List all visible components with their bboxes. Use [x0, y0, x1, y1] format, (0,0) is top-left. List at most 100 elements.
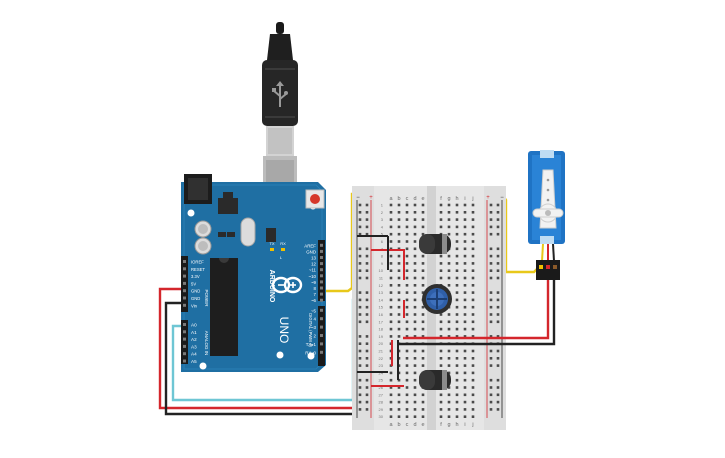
breadboard-hole[interactable]	[463, 327, 467, 331]
breadboard-hole[interactable]	[447, 415, 451, 418]
rail-hole[interactable]	[358, 232, 362, 236]
rail-hole[interactable]	[358, 291, 362, 294]
header-pin[interactable]	[320, 249, 323, 253]
breadboard-hole[interactable]	[439, 203, 443, 207]
breadboard-hole[interactable]	[405, 232, 409, 236]
breadboard-hole[interactable]	[397, 262, 401, 265]
rail-hole[interactable]	[489, 335, 493, 338]
breadboard-hole[interactable]	[421, 313, 425, 316]
breadboard-hole[interactable]	[439, 276, 443, 280]
breadboard-hole[interactable]	[413, 349, 417, 353]
breadboard-hole[interactable]	[421, 262, 425, 265]
rail-hole[interactable]	[489, 305, 493, 309]
breadboard-hole[interactable]	[421, 211, 425, 214]
rail-hole[interactable]	[365, 408, 369, 411]
breadboard-hole[interactable]	[447, 393, 451, 397]
breadboard-hole[interactable]	[471, 276, 475, 280]
breadboard-hole[interactable]	[455, 364, 459, 367]
rail-hole[interactable]	[496, 218, 500, 221]
rail-hole[interactable]	[496, 357, 500, 360]
breadboard-hole[interactable]	[463, 335, 467, 338]
breadboard-hole[interactable]	[455, 298, 459, 302]
rail-hole[interactable]	[365, 291, 369, 294]
breadboard-hole[interactable]	[439, 400, 443, 404]
rail-hole[interactable]	[489, 225, 493, 229]
breadboard-hole[interactable]	[413, 298, 417, 302]
breadboard-hole[interactable]	[439, 218, 443, 221]
breadboard-hole[interactable]	[439, 393, 443, 397]
breadboard-hole[interactable]	[421, 232, 425, 236]
breadboard-hole[interactable]	[413, 386, 417, 389]
rail-hole[interactable]	[365, 378, 369, 382]
breadboard-hole[interactable]	[455, 247, 459, 251]
rail-hole[interactable]	[489, 408, 493, 411]
potentiometer[interactable]	[422, 284, 452, 314]
breadboard-hole[interactable]	[455, 371, 459, 375]
breadboard-hole[interactable]	[455, 386, 459, 389]
breadboard-hole[interactable]	[447, 269, 451, 272]
rail-hole[interactable]	[496, 313, 500, 316]
rail-hole[interactable]	[365, 305, 369, 309]
header-pin[interactable]	[320, 256, 323, 259]
rail-hole[interactable]	[358, 408, 362, 411]
breadboard-hole[interactable]	[405, 320, 409, 324]
rail-hole[interactable]	[358, 313, 362, 316]
rail-hole[interactable]	[489, 320, 493, 324]
header-pin[interactable]	[183, 359, 186, 363]
breadboard-hole[interactable]	[405, 313, 409, 316]
rail-hole[interactable]	[365, 393, 369, 397]
breadboard-hole[interactable]	[413, 211, 417, 214]
rail-hole[interactable]	[358, 276, 362, 280]
rail-hole[interactable]	[358, 400, 362, 404]
breadboard-hole[interactable]	[413, 247, 417, 251]
breadboard-hole[interactable]	[389, 225, 393, 229]
header-pin[interactable]	[183, 303, 186, 307]
rail-hole[interactable]	[358, 262, 362, 265]
breadboard-hole[interactable]	[471, 349, 475, 353]
breadboard-hole[interactable]	[455, 232, 459, 236]
breadboard-hole[interactable]	[471, 240, 475, 243]
breadboard-hole[interactable]	[413, 240, 417, 243]
breadboard-hole[interactable]	[455, 262, 459, 265]
rail-hole[interactable]	[365, 349, 369, 353]
breadboard-hole[interactable]	[471, 415, 475, 418]
breadboard-hole[interactable]	[455, 327, 459, 331]
breadboard-hole[interactable]	[439, 415, 443, 418]
header-pin[interactable]	[183, 260, 186, 263]
rail-hole[interactable]	[365, 313, 369, 316]
breadboard-hole[interactable]	[463, 320, 467, 324]
breadboard-hole[interactable]	[397, 218, 401, 221]
breadboard-hole[interactable]	[397, 408, 401, 411]
breadboard-hole[interactable]	[405, 364, 409, 367]
rail-hole[interactable]	[496, 393, 500, 397]
rail-hole[interactable]	[358, 349, 362, 353]
breadboard-hole[interactable]	[421, 393, 425, 397]
breadboard-hole[interactable]	[397, 291, 401, 294]
rail-hole[interactable]	[496, 269, 500, 272]
breadboard-hole[interactable]	[471, 393, 475, 397]
breadboard-hole[interactable]	[447, 284, 451, 287]
header-pin[interactable]	[320, 298, 323, 302]
rail-hole[interactable]	[358, 386, 362, 389]
breadboard-hole[interactable]	[397, 378, 401, 382]
header-pin[interactable]	[320, 308, 323, 312]
breadboard-hole[interactable]	[389, 335, 393, 338]
breadboard-hole[interactable]	[421, 218, 425, 221]
breadboard-hole[interactable]	[413, 400, 417, 404]
rail-hole[interactable]	[365, 203, 369, 207]
breadboard-hole[interactable]	[397, 203, 401, 207]
breadboard-hole[interactable]	[447, 254, 451, 258]
breadboard-hole[interactable]	[447, 335, 451, 338]
breadboard-hole[interactable]	[389, 408, 393, 411]
breadboard-hole[interactable]	[389, 313, 393, 316]
breadboard-hole[interactable]	[405, 291, 409, 294]
breadboard-hole[interactable]	[389, 276, 393, 280]
breadboard-hole[interactable]	[389, 262, 393, 265]
rail-hole[interactable]	[496, 203, 500, 207]
breadboard-hole[interactable]	[389, 415, 393, 418]
breadboard-hole[interactable]	[463, 393, 467, 397]
header-pin[interactable]	[183, 267, 186, 271]
breadboard-hole[interactable]	[421, 320, 425, 324]
breadboard-hole[interactable]	[447, 364, 451, 367]
breadboard-hole[interactable]	[463, 357, 467, 360]
